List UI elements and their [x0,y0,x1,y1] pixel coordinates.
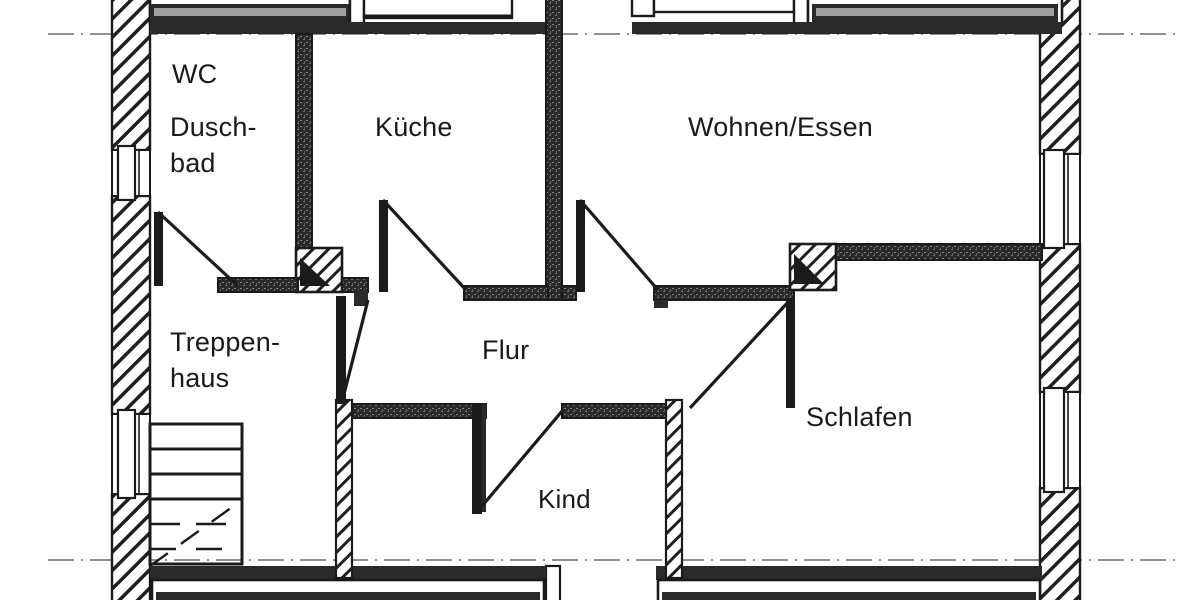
door-treppenhaus [336,296,370,404]
room-label-kind: Kind [538,484,591,514]
windows [111,144,1081,500]
chimney-block-right [788,242,838,292]
window-right-upper [1039,148,1081,250]
room-label-duschbad-line2: bad [170,147,216,178]
bottom-interior-wall [150,566,1042,578]
room-label-duschbad: Dusch-bad [170,110,257,181]
room-label-treppenhaus: Treppen-haus [170,325,280,396]
exterior-walls [110,0,1082,600]
door-kueche [379,198,468,292]
window-right-lower [1039,386,1081,494]
room-label-wc: WC [172,59,218,89]
door-schlafen [688,298,795,410]
room-label-flur: Flur [482,335,530,365]
top-window-band [148,0,1064,34]
room-label-treppenhaus-line1: Treppen- [170,327,281,357]
window-left-upper [111,144,151,202]
room-label-schlafen: Schlafen [806,402,913,432]
room-label-kueche: Küche [375,112,453,142]
staircase [148,422,244,567]
door-kind [472,404,565,514]
door-wohnen [576,198,660,292]
room-label-wohnen-essen: Wohnen/Essen [688,112,874,142]
interior-walls [217,0,1043,580]
room-label-duschbad-line1: Dusch- [170,112,257,142]
plan-geometry [48,0,1182,600]
doors [154,198,795,514]
door-duschbad [154,210,240,288]
room-label-treppenhaus-line2: haus [170,362,230,393]
window-left-lower [111,408,151,500]
chimney-block-left [294,246,344,294]
